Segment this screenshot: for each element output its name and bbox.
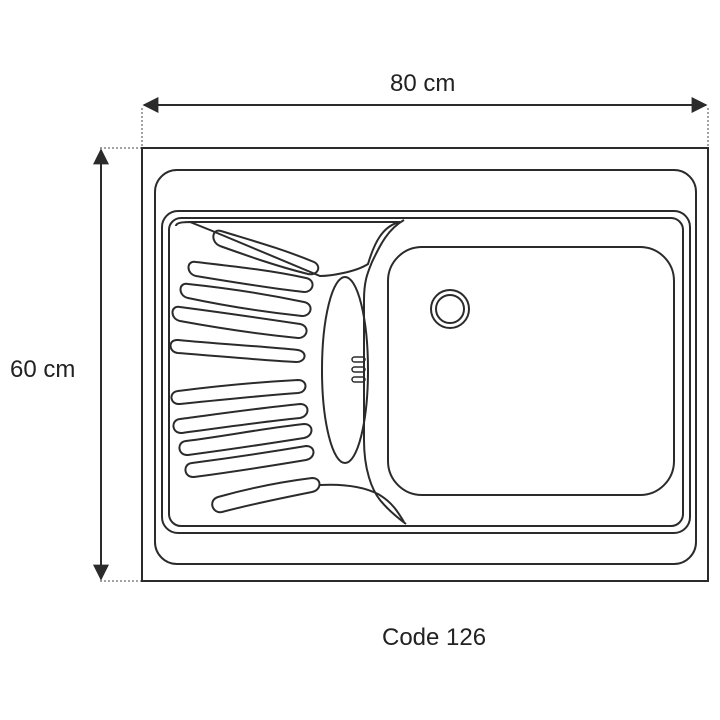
drainboard-grooves (169, 229, 321, 514)
product-code-label: Code 126 (382, 624, 487, 651)
dimension-extension-lines (100, 108, 709, 582)
sink-bowl (387, 246, 675, 496)
drainboard-bottom-edge (319, 483, 405, 523)
sink-rim-outer (161, 210, 691, 534)
recess-outline (175, 221, 401, 278)
overflow-recess (321, 276, 369, 464)
width-dimension-label: 80 cm (390, 70, 456, 97)
overflow-slots (351, 356, 366, 383)
drainboard-boundary (363, 219, 407, 525)
drain-inner (435, 294, 465, 324)
sink-rim-inner (168, 217, 684, 527)
sink-top-plate (154, 169, 697, 565)
height-dimension-label: 60 cm (10, 356, 76, 383)
drain-outer (430, 289, 470, 329)
sink-outer-frame (141, 147, 709, 582)
